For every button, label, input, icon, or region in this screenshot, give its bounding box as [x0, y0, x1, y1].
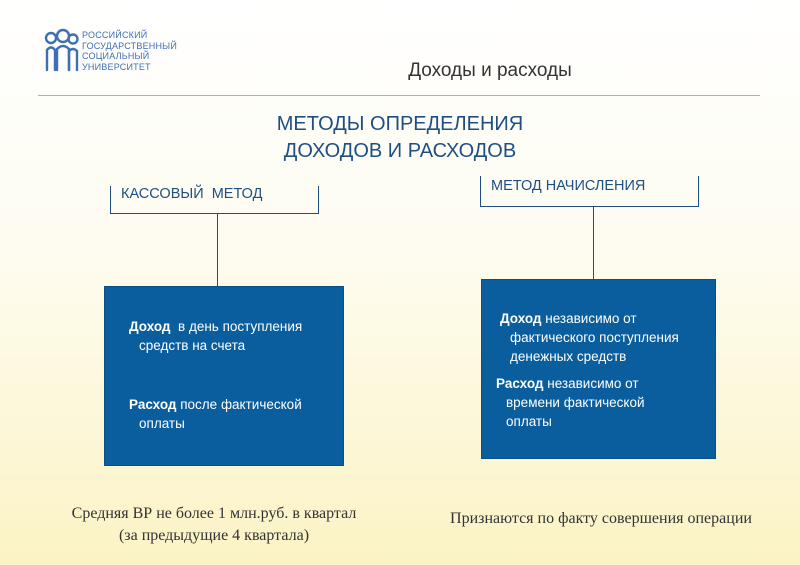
expense-text: оплаты	[139, 416, 185, 431]
expense-text: после фактической	[176, 397, 302, 412]
diagram-heading: МЕТОДЫ ОПРЕДЕЛЕНИЯ ДОХОДОВ И РАСХОДОВ	[200, 111, 600, 165]
logo-line: СОЦИАЛЬНЫЙ	[82, 51, 150, 61]
accrual-expense-item: Расход независимо от времени фактической…	[496, 374, 645, 431]
expense-text: времени фактической	[506, 395, 645, 410]
note-line: (за предыдущие 4 квартала)	[118, 527, 310, 544]
expense-term: Расход	[496, 376, 544, 391]
income-term: Доход	[500, 311, 542, 326]
accrual-method-label-text: МЕТОД НАЧИСЛЕНИЯ	[491, 178, 646, 194]
university-logo: РОССИЙСКИЙ ГОСУДАРСТВЕННЫЙ СОЦИАЛЬНЫЙ УН…	[44, 28, 184, 78]
cash-income-item: Доход в день поступления средств на счет…	[129, 317, 302, 355]
heading-line: ДОХОДОВ И РАСХОДОВ	[283, 140, 517, 162]
title-divider	[38, 95, 760, 96]
logo-line: УНИВЕРСИТЕТ	[82, 61, 151, 72]
accrual-method-label: МЕТОД НАЧИСЛЕНИЯ	[480, 176, 699, 207]
income-text: в день поступления	[170, 319, 303, 334]
expense-text: независимо от	[543, 376, 639, 391]
people-logo-icon	[44, 28, 79, 72]
accrual-method-connector	[593, 207, 594, 279]
cash-method-box: Доход в день поступления средств на счет…	[104, 286, 344, 466]
slide-title: Доходы и расходы	[408, 60, 572, 81]
expense-text: оплаты	[506, 414, 552, 429]
accrual-income-item: Доход независимо от фактического поступл…	[500, 309, 679, 366]
cash-method-connector	[217, 214, 218, 286]
accrual-method-note: Признаются по факту совершения операции	[410, 508, 792, 530]
income-term: Доход	[129, 319, 171, 334]
cash-method-note: Средняя ВР не более 1 млн.руб. в квартал…	[30, 503, 398, 547]
cash-method-label: КАССОВЫЙ МЕТОД	[110, 186, 319, 214]
income-text: независимо от	[541, 311, 637, 326]
logo-line: ГОСУДАРСТВЕННЫЙ	[82, 40, 178, 51]
income-text: денежных средств	[510, 349, 627, 364]
logo-text: РОССИЙСКИЙ ГОСУДАРСТВЕННЫЙ СОЦИАЛЬНЫЙ УН…	[82, 30, 177, 72]
heading-line: МЕТОДЫ ОПРЕДЕЛЕНИЯ	[276, 113, 524, 135]
expense-term: Расход	[129, 397, 177, 412]
cash-expense-item: Расход после фактической оплаты	[129, 395, 302, 433]
note-line: Средняя ВР не более 1 млн.руб. в квартал	[71, 505, 357, 522]
logo-line: РОССИЙСКИЙ	[82, 30, 148, 40]
cash-method-label-text: КАССОВЫЙ МЕТОД	[121, 186, 263, 202]
accrual-method-box: Доход независимо от фактического поступл…	[481, 279, 716, 459]
note-line: Признаются по факту совершения операции	[450, 510, 752, 527]
income-text: средств на счета	[139, 338, 246, 353]
income-text: фактического поступления	[510, 330, 679, 345]
